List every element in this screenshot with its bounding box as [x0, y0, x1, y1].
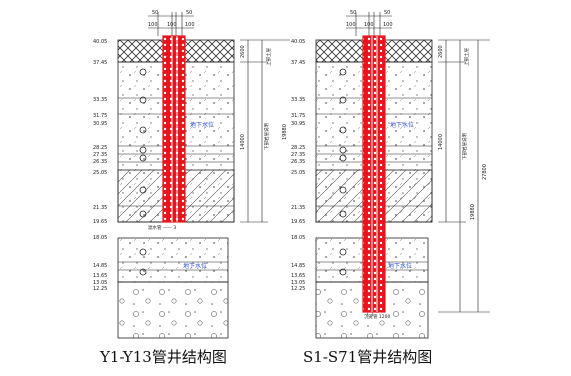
svg-text:28.25: 28.25 [93, 145, 107, 151]
right-top-dim-1: 50 [350, 10, 356, 16]
svg-text:12.25: 12.25 [291, 286, 305, 292]
left-gravel-layer [117, 281, 229, 339]
right-pipe-casing [362, 35, 386, 313]
svg-text:13.05: 13.05 [93, 280, 107, 286]
left-pipe-casing [162, 35, 186, 223]
svg-text:37.45: 37.45 [291, 60, 305, 66]
left-top-dim-1: 50 [152, 10, 158, 16]
right-note-upper: 上部土层 [463, 48, 470, 66]
left-note-upper: 上部土层 [265, 48, 272, 66]
svg-text:14.85: 14.85 [93, 263, 107, 269]
right-dim-c: 19880 [470, 204, 476, 220]
left-top-dim-2: 50 [186, 10, 192, 16]
left-elevation-column: 40.05 37.45 33.35 31.75 30.95 28.25 27.3… [93, 39, 107, 292]
left-top-dim-4: 100 [167, 22, 177, 28]
svg-text:31.75: 31.75 [291, 113, 305, 119]
svg-text:18.05: 18.05 [93, 235, 107, 241]
svg-text:13.65: 13.65 [291, 273, 305, 279]
right-top-dimensions [346, 12, 392, 36]
svg-text:19.65: 19.65 [291, 219, 305, 225]
right-note-lower: 下部岩层说明 [461, 133, 468, 160]
svg-text:37.45: 37.45 [93, 60, 107, 66]
svg-text:30.95: 30.95 [93, 121, 107, 127]
left-top-dimensions [148, 12, 194, 36]
svg-text:40.05: 40.05 [93, 39, 107, 45]
right-top-dim-3: 100 [346, 22, 356, 28]
right-dim-d: 27800 [482, 164, 488, 180]
right-top-dim-4: 100 [364, 22, 374, 28]
right-dim-b: 14000 [438, 134, 444, 150]
svg-text:21.35: 21.35 [93, 205, 107, 211]
svg-text:31.75: 31.75 [93, 113, 107, 119]
left-note-lower: 下部岩层说明 [263, 123, 270, 150]
right-well-diagram: 50 50 100 100 100 地下水位 地下水位 沉淀管 [291, 10, 490, 339]
left-dim-b: 14000 [240, 134, 246, 150]
svg-text:21.35: 21.35 [291, 205, 305, 211]
svg-text:40.05: 40.05 [291, 39, 305, 45]
right-water-label-upper: 地下水位 [390, 121, 414, 129]
right-top-dim-5: 100 [383, 22, 393, 28]
left-lower-clay [117, 237, 229, 283]
right-dim-a: 2600 [438, 45, 444, 58]
svg-text:14.85: 14.85 [291, 263, 305, 269]
right-water-label-lower: 地下水位 [388, 262, 412, 270]
svg-text:28.25: 28.25 [291, 145, 305, 151]
left-mid-label: 滤水管 —— 3 [148, 224, 176, 231]
svg-text:18.05: 18.05 [291, 235, 305, 241]
right-top-dim-2: 50 [384, 10, 390, 16]
left-dim-a: 2600 [240, 45, 246, 58]
svg-text:13.05: 13.05 [291, 280, 305, 286]
left-top-dim-5: 100 [185, 22, 195, 28]
left-top-dim-3: 100 [148, 22, 158, 28]
left-side-dimension-lines [240, 39, 290, 223]
svg-text:27.35: 27.35 [291, 152, 305, 158]
left-dim-c: 19880 [282, 124, 288, 140]
svg-text:12.25: 12.25 [93, 286, 107, 292]
right-bottom-label: 沉淀管 1200 [364, 313, 391, 320]
svg-text:30.95: 30.95 [291, 121, 305, 127]
left-water-label-lower: 地下水位 [183, 262, 207, 270]
left-caption: Y1-Y13管井结构图 [100, 348, 227, 366]
svg-text:26.35: 26.35 [291, 159, 305, 165]
right-elevation-column: 40.05 37.45 33.35 31.75 30.95 28.25 27.3… [291, 39, 305, 292]
svg-text:33.35: 33.35 [93, 97, 107, 103]
svg-text:27.35: 27.35 [93, 152, 107, 158]
right-side-dimension-lines [438, 39, 490, 313]
svg-text:25.05: 25.05 [93, 170, 107, 176]
left-well-diagram: 50 50 100 100 100 地下 [93, 10, 290, 339]
left-water-label-upper: 地下水位 [190, 121, 214, 129]
svg-text:13.65: 13.65 [93, 273, 107, 279]
svg-text:25.05: 25.05 [291, 170, 305, 176]
svg-text:33.35: 33.35 [291, 97, 305, 103]
right-boulder-symbols [339, 68, 347, 276]
left-boulder-symbols [139, 68, 147, 276]
svg-text:26.35: 26.35 [93, 159, 107, 165]
right-caption: S1-S71管井结构图 [303, 348, 433, 366]
svg-text:19.65: 19.65 [93, 219, 107, 225]
